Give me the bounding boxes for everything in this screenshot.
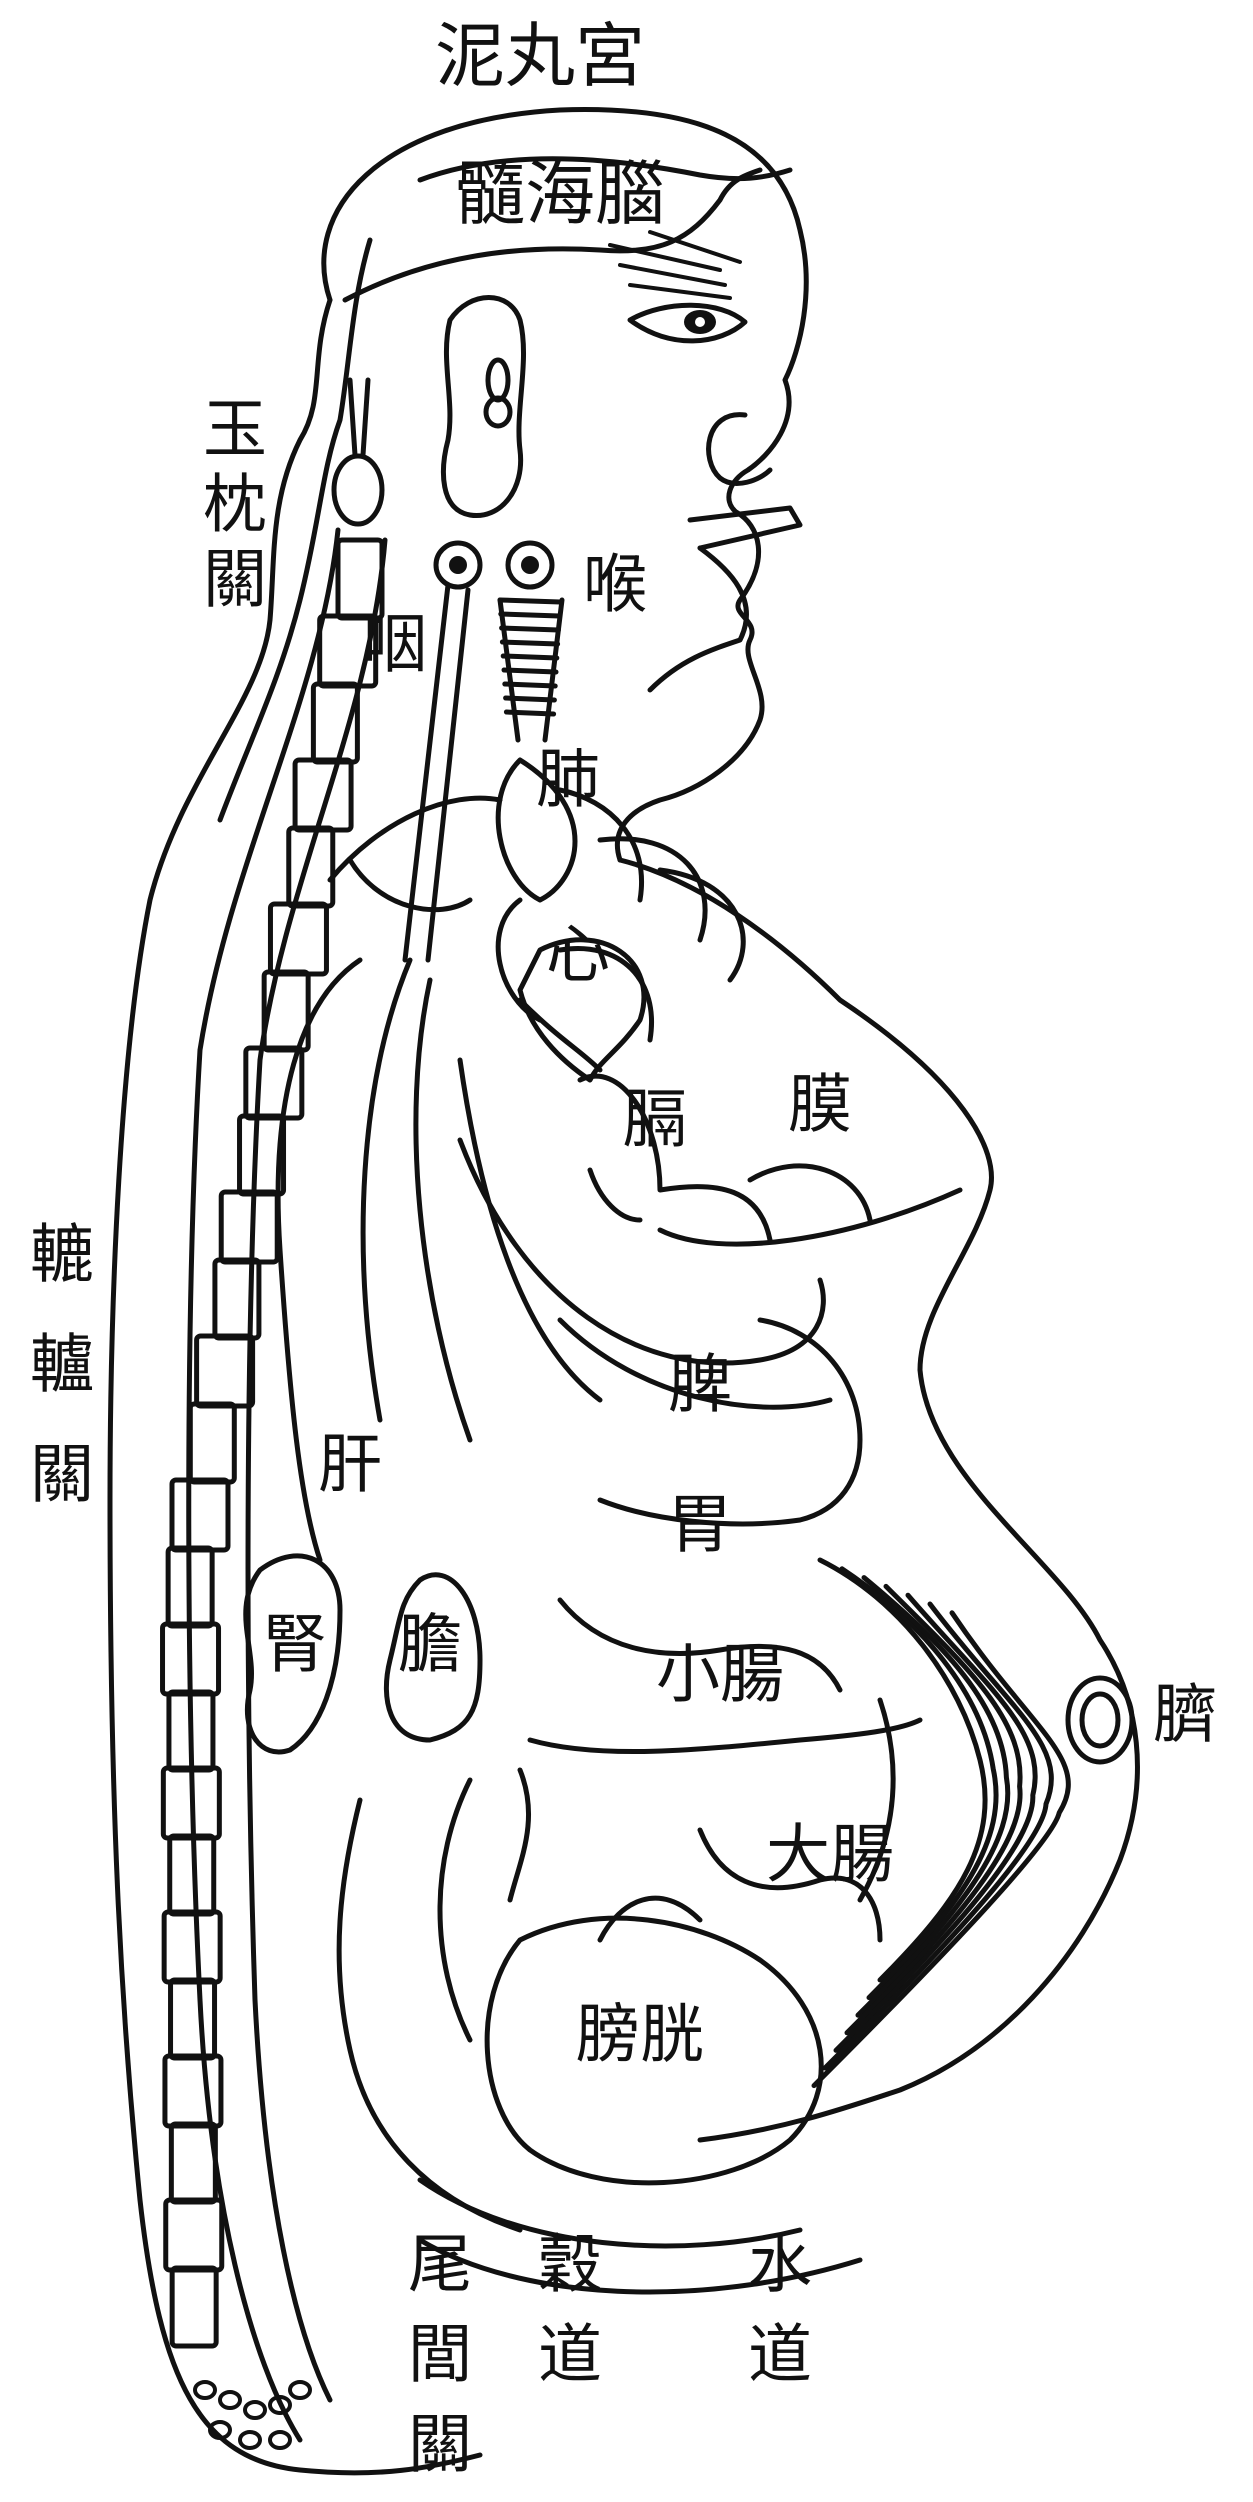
intestine-fold xyxy=(811,1610,1071,2089)
coccyx-dot xyxy=(218,2390,242,2410)
navel-icon xyxy=(1065,1675,1135,1765)
label-hou: 喉 xyxy=(583,549,647,623)
coccyx-dot xyxy=(288,2380,312,2400)
coccyx-dots xyxy=(193,2380,312,2450)
intestine-fold xyxy=(855,1575,1011,2018)
spine-tube-left xyxy=(186,527,341,2443)
intestine-fold xyxy=(839,1566,999,2001)
label-yuzhen-2: 枕 xyxy=(203,469,267,543)
trachea-ring xyxy=(501,667,559,675)
label-wei: 胃 xyxy=(668,1489,732,1563)
label-shuidao-1: 水 xyxy=(748,2229,812,2303)
label-xin: 心 xyxy=(546,919,610,993)
label-shuidao-2: 道 xyxy=(748,2319,812,2393)
label-mo: 膜 xyxy=(788,1069,852,1143)
spine-link xyxy=(168,2121,218,2205)
spine-link xyxy=(169,2265,219,2349)
small-intestine xyxy=(557,1597,843,1693)
label-qi: 臍 xyxy=(1153,1679,1217,1753)
abdomen-organs xyxy=(243,957,1071,2295)
liver-edge xyxy=(275,957,363,1563)
label-nao-sui-hai: 髓海腦 xyxy=(455,153,665,235)
label-da-chang: 大腸 xyxy=(766,1819,894,1893)
larynx-opening xyxy=(505,540,555,590)
brain-cap-line xyxy=(342,167,763,303)
spine-link xyxy=(292,757,354,833)
trachea-rings xyxy=(497,597,565,743)
kidney xyxy=(243,1553,343,1755)
intestine-fold xyxy=(844,1583,1023,2036)
intestine-fold xyxy=(822,1601,1054,2071)
label-lulu-2: 轤 xyxy=(30,1329,94,1403)
label-dan: 膽 xyxy=(398,1609,462,1683)
coccyx-dot xyxy=(268,2430,292,2450)
gallbladder xyxy=(383,1572,483,1743)
label-shen: 腎 xyxy=(263,1609,327,1683)
label-fei: 肺 xyxy=(536,744,600,818)
trachea-ring xyxy=(500,653,560,661)
spine-link xyxy=(218,1189,280,1265)
label-gan: 肝 xyxy=(318,1429,382,1503)
body-outline xyxy=(107,107,1140,2476)
trachea-ring xyxy=(499,625,561,633)
spine-link xyxy=(169,1477,231,1553)
label-weilu-1: 尾 xyxy=(408,2229,472,2303)
label-pangguang: 膀胱 xyxy=(576,1999,704,2073)
bladder xyxy=(484,1915,824,2186)
label-weilu-2: 閭 xyxy=(408,2319,472,2393)
coccyx-dot xyxy=(238,2430,262,2450)
spine-link xyxy=(162,2053,224,2129)
spine-tube-right xyxy=(245,537,388,2403)
eye-icon xyxy=(627,302,748,344)
label-yuzhen-1: 玉 xyxy=(203,394,267,468)
spine-link xyxy=(194,1333,256,1409)
stomach xyxy=(597,1317,863,1527)
jade-pillow-node xyxy=(331,453,385,527)
diaphragm xyxy=(577,1073,963,1247)
label-yan: 咽 xyxy=(363,609,427,683)
ear xyxy=(441,295,527,519)
spine-link xyxy=(161,1909,223,1985)
label-weilu-3: 關 xyxy=(408,2409,472,2483)
spine-chain xyxy=(331,377,385,527)
label-niwan-gong: 泥丸宮 xyxy=(435,15,645,97)
nose xyxy=(706,412,773,486)
label-gudao-2: 道 xyxy=(538,2319,602,2393)
label-yuzhen-3: 關 xyxy=(203,544,267,618)
intestine-fold xyxy=(817,1557,988,1983)
label-gudao-1: 穀 xyxy=(538,2229,602,2303)
labels: 泥丸宮 髓海腦 玉 枕 關 喉 咽 肺 心 膈 膜 轆 轤 關 脾 肝 胃 腎 … xyxy=(30,15,1217,2483)
trachea-wall-left xyxy=(497,597,521,743)
spine-link xyxy=(168,1977,218,2061)
large-intestine-folds xyxy=(811,1557,1071,2089)
throat xyxy=(402,540,565,963)
trachea-ring xyxy=(499,639,561,647)
trachea-ring xyxy=(497,597,563,605)
label-lulu-1: 轆 xyxy=(30,1219,94,1293)
coccyx-dot xyxy=(243,2400,267,2420)
trachea-wall-right xyxy=(542,597,565,743)
label-ge: 膈 xyxy=(623,1084,687,1158)
label-pi: 脾 xyxy=(668,1349,732,1423)
intestine-fold xyxy=(833,1592,1038,2053)
coccyx-dot xyxy=(208,2420,232,2440)
heart xyxy=(517,937,647,1083)
spleen xyxy=(457,1137,826,1366)
face xyxy=(441,230,803,693)
large-intestine xyxy=(697,1827,883,1943)
trachea-ring xyxy=(498,611,562,619)
coccyx-dot xyxy=(268,2395,292,2415)
label-lulu-3: 關 xyxy=(30,1439,94,1513)
spine-links xyxy=(160,527,388,2443)
mouth xyxy=(687,505,803,551)
pharynx-opening xyxy=(433,540,483,590)
label-xiao-chang: 小腸 xyxy=(656,1639,784,1713)
spine-link xyxy=(163,2197,225,2273)
spine-link xyxy=(187,1401,237,1485)
coccyx-dot xyxy=(193,2380,217,2400)
brain-sea-line xyxy=(417,156,793,183)
